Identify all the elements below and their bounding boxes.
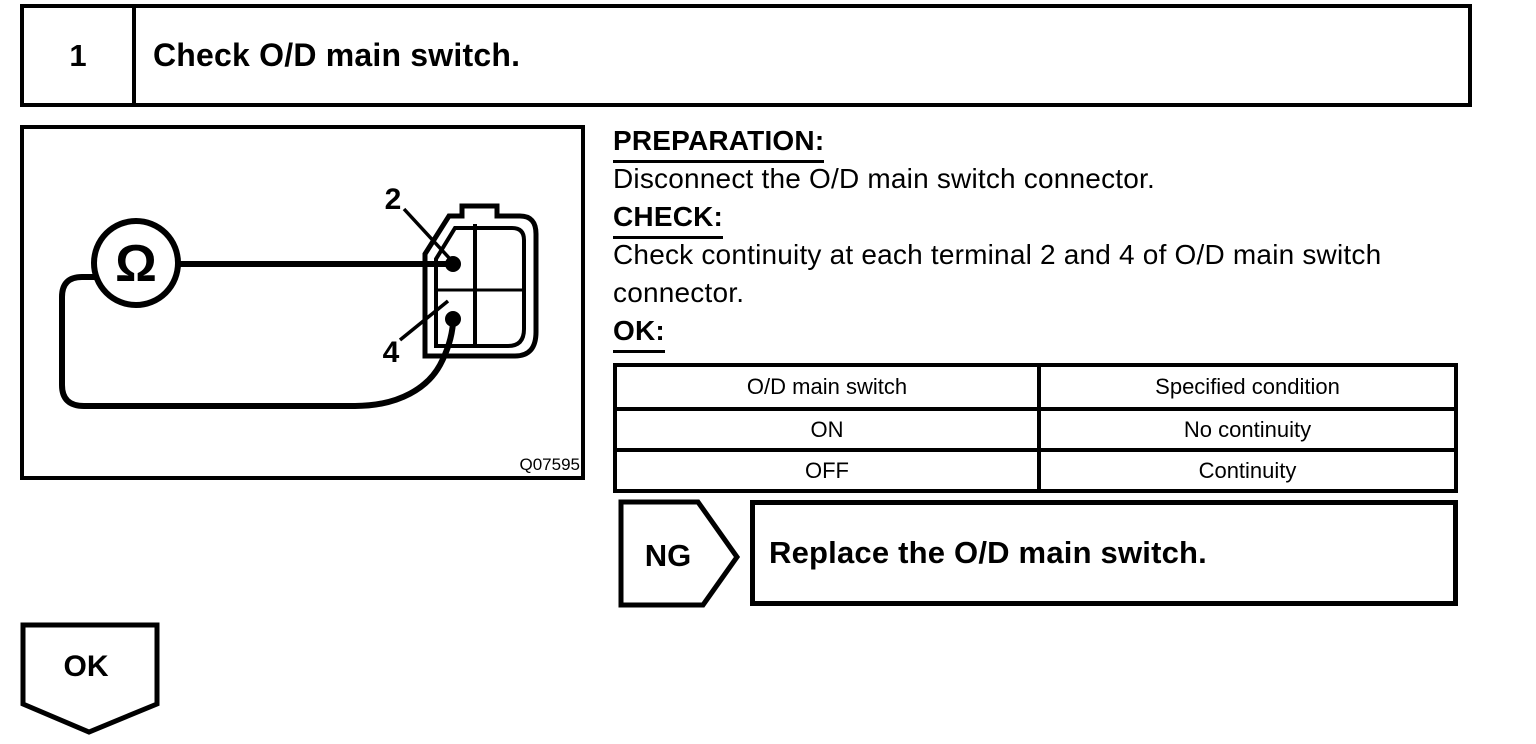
table-header-switch: O/D main switch [613, 363, 1041, 411]
step-title: Check O/D main switch. [153, 37, 521, 73]
table-header-row: O/D main switch Specified condition [613, 363, 1458, 411]
terminal-4-leader-line [398, 299, 450, 342]
instructions: PREPARATION: Disconnect the O/D main swi… [613, 122, 1479, 353]
ng-arrow-shape: NG [618, 499, 741, 608]
ng-action-text: Replace the O/D main switch. [769, 535, 1207, 570]
circuit-diagram-panel: Ω 2 4 Q07595 [20, 125, 585, 480]
circuit-diagram: Ω 2 4 Q07595 [59, 183, 581, 474]
ok-heading-line: OK: [613, 312, 1479, 353]
table-row: OFF Continuity [613, 448, 1458, 493]
ng-arrow: NG [618, 496, 744, 612]
step-number: 1 [24, 8, 136, 103]
table-cell-condition: No continuity [1037, 407, 1458, 452]
preparation-text: Disconnect the O/D main switch connector… [613, 163, 1155, 194]
ng-label: NG [645, 538, 692, 573]
ok-marker-shape: OK [20, 622, 160, 735]
check-heading: CHECK: [613, 198, 724, 239]
ok-flow-marker: OK [18, 620, 162, 738]
check-heading-line: CHECK: [613, 198, 1479, 239]
figure-code: Q07595 [520, 455, 581, 474]
ok-heading: OK: [613, 312, 665, 353]
terminal-4-dot [445, 311, 461, 327]
table-row: ON No continuity [613, 407, 1458, 452]
terminal-2-leader-line [402, 207, 453, 262]
ohm-symbol: Ω [115, 235, 157, 293]
connector-drawing [422, 203, 539, 359]
terminal-2-label: 2 [385, 183, 402, 216]
table-cell-switch-state: OFF [613, 448, 1041, 493]
ng-action-box: Replace the O/D main switch. [750, 500, 1458, 606]
preparation-heading-line: PREPARATION: [613, 122, 1479, 163]
preparation-heading: PREPARATION: [613, 122, 825, 163]
table-cell-condition: Continuity [1037, 448, 1458, 493]
table-header-condition: Specified condition [1037, 363, 1458, 411]
check-text: Check continuity at each terminal 2 and … [613, 239, 1382, 308]
table-cell-switch-state: ON [613, 407, 1041, 452]
ok-label: OK [64, 650, 109, 683]
wire-loop-to-terminal-4 [59, 274, 456, 409]
specified-condition-table: O/D main switch Specified condition ON N… [613, 363, 1458, 493]
terminal-4-label: 4 [383, 336, 400, 369]
step-header: 1 Check O/D main switch. [20, 4, 1472, 107]
